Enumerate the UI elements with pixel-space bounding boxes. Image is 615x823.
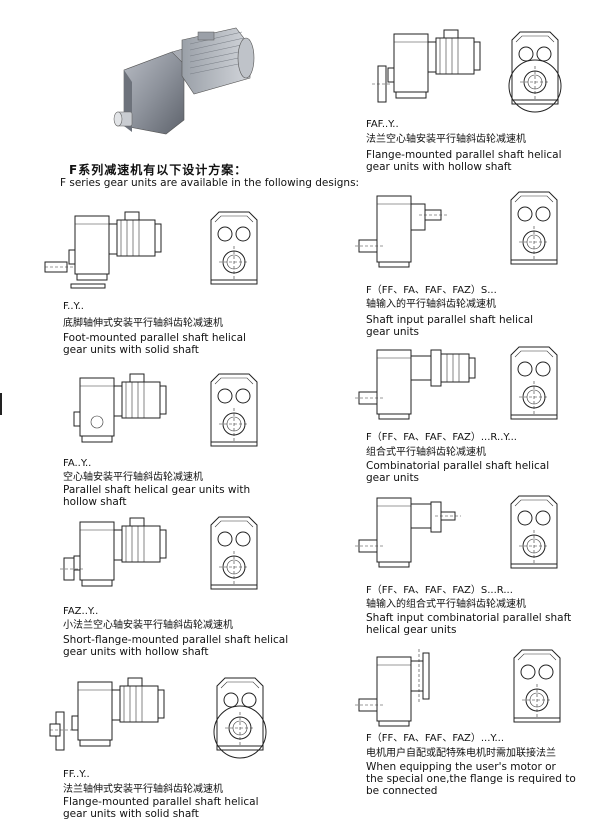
design-title-en: When equipping the user's motor or the s… — [366, 761, 576, 797]
design-code: F（FF、FA、FAF、FAZ）S...R... — [366, 585, 513, 596]
design-title-en: Parallel shaft helical gear units with h… — [63, 484, 251, 508]
drawing-front-flange-solid — [213, 677, 267, 759]
drawing-side-flange-solid — [49, 677, 165, 751]
design-code: F..Y.. — [63, 301, 84, 312]
page-edge-mark — [0, 393, 2, 415]
drawing-side-combinatorial — [355, 349, 476, 420]
drawing-side-short-flange — [60, 517, 167, 587]
design-title-en: Flange-mounted parallel shaft helical ge… — [366, 149, 562, 173]
design-title-cn: 底脚轴伸式安装平行轴斜齿轮减速机 — [63, 318, 223, 329]
design-code: FAF..Y.. — [366, 119, 399, 130]
design-title-en: Shaft input combinatorial parallel shaft… — [366, 612, 572, 636]
design-title-cn: 电机用户自配或配特殊电机时需加联接法兰 — [366, 748, 556, 759]
drawing-side-hollow-shaft — [73, 373, 167, 443]
design-title-en: Combinatorial parallel shaft helical gea… — [366, 460, 550, 484]
design-title-en: Flange-mounted parallel shaft helical ge… — [63, 796, 259, 820]
design-title-cn: 轴输入的组合式平行轴斜齿轮减速机 — [366, 599, 526, 610]
design-title-en: Shaft input parallel shaft helical gear … — [366, 314, 534, 338]
design-title-en: Short-flange-mounted parallel shaft heli… — [63, 634, 289, 658]
drawing-side-flange-hollow — [372, 29, 481, 103]
drawing-front-short-flange — [210, 516, 258, 590]
drawing-front-user-motor-flange — [513, 649, 561, 723]
drawing-front-shaft-input — [510, 191, 558, 265]
design-title-cn: 组合式平行轴斜齿轮减速机 — [366, 447, 486, 458]
drawing-front-combinatorial — [510, 346, 558, 420]
design-title-cn: 法兰轴伸式安装平行轴斜齿轮减速机 — [63, 784, 223, 795]
design-title-cn: 空心轴安装平行轴斜齿轮减速机 — [63, 472, 203, 483]
intro-heading-cn: F系列减速机有以下设计方案： — [69, 163, 248, 177]
design-title-cn: 轴输入的平行轴斜齿轮减速机 — [366, 299, 496, 310]
design-code: FAZ..Y.. — [63, 606, 99, 617]
drawing-front-hollow-shaft — [210, 373, 258, 447]
drawing-side-shaft-input — [355, 195, 447, 268]
drawing-front-flange-hollow — [508, 31, 562, 113]
drawing-side-shaft-input-combinatorial — [355, 497, 461, 568]
design-code: F（FF、FA、FAF、FAZ）...Y... — [366, 733, 505, 744]
design-title-cn: 法兰空心轴安装平行轴斜齿轮减速机 — [366, 134, 526, 145]
product-photo — [113, 27, 255, 135]
design-code: FA..Y.. — [63, 458, 92, 469]
drawing-front-foot-mounted — [210, 211, 258, 285]
intro-heading-en: F series gear units are available in the… — [60, 177, 360, 189]
design-code: F（FF、FA、FAF、FAZ）...R..Y... — [366, 432, 517, 443]
design-title-cn: 小法兰空心轴安装平行轴斜齿轮减速机 — [63, 620, 233, 631]
design-code: FF..Y.. — [63, 769, 90, 780]
design-title-en: Foot-mounted parallel shaft helical gear… — [63, 332, 246, 356]
drawing-side-foot-mounted — [44, 211, 162, 289]
drawing-front-shaft-input-combinatorial — [510, 495, 558, 569]
drawing-side-user-motor-flange — [355, 649, 430, 727]
design-code: F（FF、FA、FAF、FAZ）S... — [366, 285, 497, 296]
